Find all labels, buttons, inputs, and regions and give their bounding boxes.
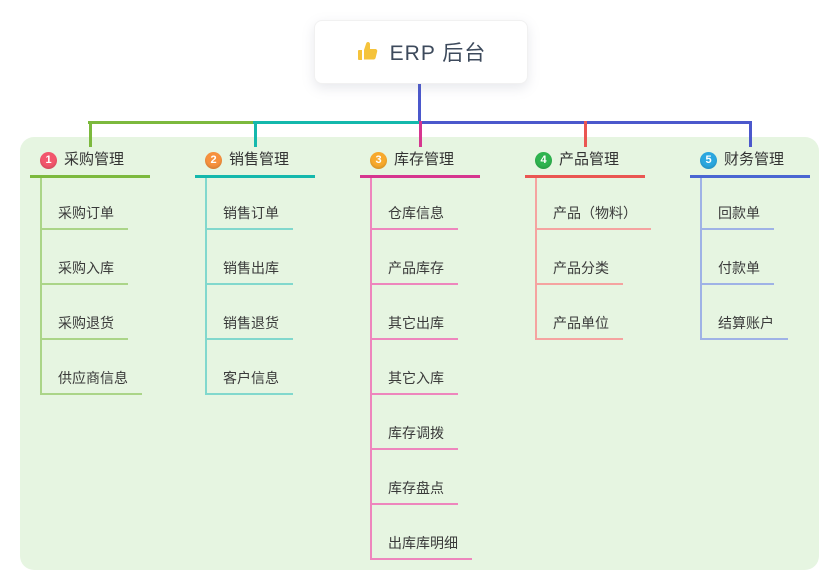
- mindmap-item[interactable]: 产品（物料）: [535, 202, 651, 230]
- branch-label: 采购管理: [64, 151, 125, 168]
- badge-5: 5: [700, 151, 717, 169]
- bus-segment-left: [88, 121, 255, 124]
- branches-panel: [20, 137, 819, 570]
- mindmap-item[interactable]: 采购入库: [40, 257, 128, 285]
- branch-drop-line-finance: [749, 121, 752, 147]
- mindmap-item[interactable]: 采购退货: [40, 312, 128, 340]
- mindmap-item[interactable]: 结算账户: [700, 312, 788, 340]
- mindmap-item[interactable]: 客户信息: [205, 367, 293, 395]
- items-column-sales: 销售订单销售出库销售退货客户信息: [205, 178, 293, 395]
- branch-sales[interactable]: 2 销售管理: [195, 150, 315, 178]
- branch-purchase[interactable]: 1 采购管理: [30, 150, 150, 178]
- branch-label: 产品管理: [559, 151, 620, 168]
- mindmap-item[interactable]: 销售订单: [205, 202, 293, 230]
- mindmap-item[interactable]: 产品单位: [535, 312, 623, 340]
- items-column-inventory: 仓库信息产品库存其它出库其它入库库存调拨库存盘点出库库明细: [370, 178, 472, 560]
- mindmap-item[interactable]: 出库库明细: [370, 532, 472, 560]
- child-vline-sales: [205, 178, 207, 395]
- child-vline-inventory: [370, 178, 372, 560]
- branch-finance[interactable]: 5 财务管理: [690, 150, 810, 178]
- root-stem-line: [418, 82, 421, 124]
- root-node[interactable]: ERP 后台: [314, 20, 528, 84]
- mindmap-item[interactable]: 其它入库: [370, 367, 458, 395]
- mindmap-item[interactable]: 销售出库: [205, 257, 293, 285]
- badge-4: 4: [535, 151, 552, 169]
- items-column-purchase: 采购订单采购入库采购退货供应商信息: [40, 178, 142, 395]
- child-vline-purchase: [40, 178, 42, 395]
- mindmap-item[interactable]: 其它出库: [370, 312, 458, 340]
- branch-drop-line-product: [584, 121, 587, 147]
- branch-drop-line-inventory: [419, 121, 422, 147]
- items-column-finance: 回款单付款单结算账户: [700, 178, 788, 340]
- mindmap-item[interactable]: 产品库存: [370, 257, 458, 285]
- branch-label: 销售管理: [229, 151, 290, 168]
- root-title: ERP 后台: [389, 42, 487, 65]
- mindmap-item[interactable]: 采购订单: [40, 202, 128, 230]
- mindmap-item[interactable]: 供应商信息: [40, 367, 142, 395]
- mindmap-item[interactable]: 销售退货: [205, 312, 293, 340]
- mindmap-item[interactable]: 库存盘点: [370, 477, 458, 505]
- mindmap-item[interactable]: 产品分类: [535, 257, 623, 285]
- thumbs-up-icon: [356, 40, 380, 64]
- mindmap-item[interactable]: 库存调拨: [370, 422, 458, 450]
- branch-label: 库存管理: [394, 151, 455, 168]
- mindmap-item[interactable]: 付款单: [700, 257, 774, 285]
- badge-3: 3: [370, 151, 387, 169]
- bus-segment-mid: [253, 121, 419, 124]
- child-vline-product: [535, 178, 537, 340]
- badge-2: 2: [205, 151, 222, 169]
- branch-product[interactable]: 4 产品管理: [525, 150, 645, 178]
- branch-label: 财务管理: [724, 151, 785, 168]
- mindmap-item[interactable]: 回款单: [700, 202, 774, 230]
- items-column-product: 产品（物料） 产品分类产品单位: [535, 178, 651, 340]
- branch-drop-line-purchase: [89, 121, 92, 147]
- branch-inventory[interactable]: 3 库存管理: [360, 150, 480, 178]
- mindmap-item[interactable]: 仓库信息: [370, 202, 458, 230]
- branch-drop-line-sales: [254, 121, 257, 147]
- child-vline-finance: [700, 178, 702, 340]
- badge-1: 1: [40, 151, 57, 169]
